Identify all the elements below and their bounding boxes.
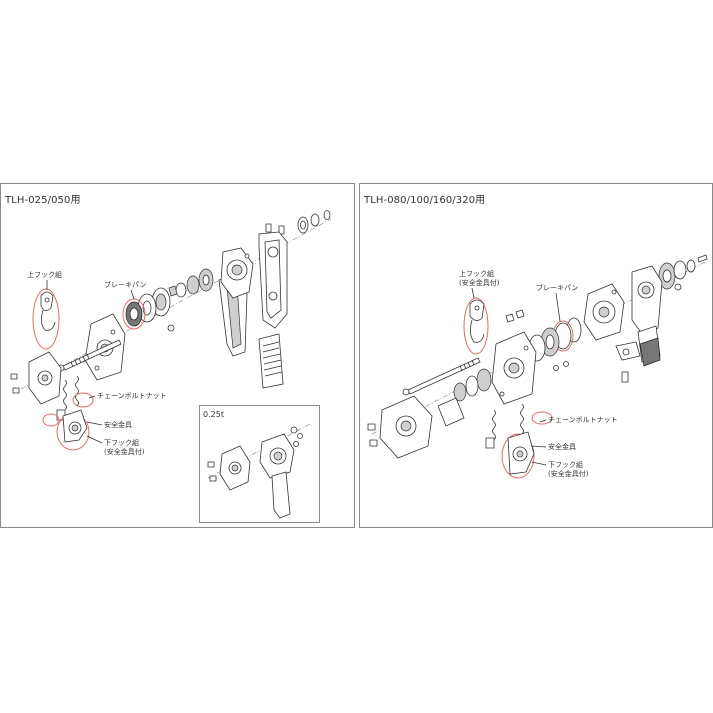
left-label-lower-hook-note: (安全金具付) xyxy=(104,448,145,456)
right-frame-plate xyxy=(368,396,464,458)
left-gear-cover xyxy=(221,248,253,298)
inset-exploded-view xyxy=(200,406,321,524)
left-upper-hook xyxy=(33,289,59,349)
left-frame-plate xyxy=(11,352,61,404)
right-label-upper-hook: 上フック組 xyxy=(459,270,494,278)
left-brake-discs xyxy=(123,286,177,331)
inset-panel-025t: 0.25t xyxy=(199,405,320,523)
right-label-chain-bolt-nut: チェーンボルトナット xyxy=(548,416,618,424)
left-label-safety-latch: 安全金具 xyxy=(104,421,132,429)
left-top-fasteners xyxy=(266,211,330,235)
right-upper-hook xyxy=(464,298,524,354)
right-label-safety-latch: 安全金具 xyxy=(548,443,576,451)
right-handle-frame xyxy=(622,266,662,382)
left-diagram-panel: TLH-025/050用 xyxy=(0,183,355,528)
left-panel-title: TLH-025/050用 xyxy=(5,195,81,206)
right-label-lower-hook-note: (安全金具付) xyxy=(548,470,589,478)
right-panel-title: TLH-080/100/160/320用 xyxy=(364,195,486,206)
right-lever-pawl xyxy=(616,342,640,360)
right-label-upper-hook-note: (安全金具付) xyxy=(459,279,500,287)
left-exploded-view xyxy=(1,184,356,529)
right-leader-lines xyxy=(360,184,713,529)
right-brake-discs xyxy=(529,318,581,371)
left-label-lower-hook: 下フック組 xyxy=(104,439,139,447)
right-load-chain xyxy=(486,404,524,448)
right-lower-hook-group xyxy=(502,412,552,478)
right-side-plate xyxy=(492,332,536,404)
right-label-lower-hook: 下フック組 xyxy=(548,461,583,469)
right-gear-cover xyxy=(584,284,624,340)
left-lower-hook-group xyxy=(43,393,93,450)
left-handle-plate xyxy=(259,232,287,328)
left-label-brake-pan: ブレーキパン xyxy=(104,281,147,289)
right-top-gears xyxy=(659,255,707,290)
inset-title: 0.25t xyxy=(203,410,224,419)
right-drive-shaft xyxy=(403,358,480,395)
right-gear-train xyxy=(454,369,491,401)
left-gear-set xyxy=(176,269,213,297)
left-label-chain-bolt-nut: チェーンボルトナット xyxy=(97,392,167,400)
right-label-brake-pan: ブレーキパン xyxy=(536,284,579,292)
right-diagram-panel: TLH-080/100/160/320用 xyxy=(359,183,713,528)
right-exploded-view xyxy=(360,184,713,529)
left-handle-grip xyxy=(259,334,283,388)
left-label-upper-hook: 上フック組 xyxy=(27,271,62,279)
left-leader-lines xyxy=(1,184,356,529)
